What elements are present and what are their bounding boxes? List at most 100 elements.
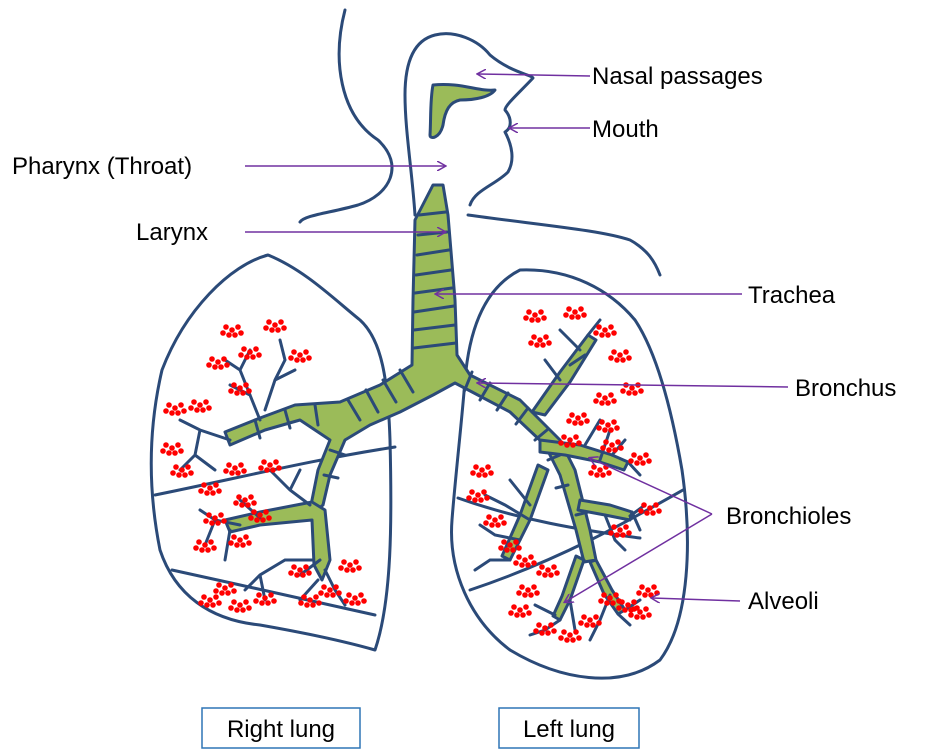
alveolus <box>313 594 319 600</box>
alveolus <box>631 599 637 605</box>
alveolus <box>242 497 248 503</box>
alveolus <box>205 547 211 553</box>
alveolus <box>204 602 210 608</box>
alveolus <box>466 495 472 501</box>
alveolus <box>172 450 178 456</box>
alveolus <box>517 607 523 613</box>
alveolus <box>216 582 222 588</box>
alveolus <box>179 467 185 473</box>
alveolus <box>651 584 657 590</box>
alveolus <box>213 588 219 594</box>
alveolus <box>525 562 531 568</box>
alveolus <box>263 509 269 515</box>
alveolus <box>207 597 213 603</box>
alveolus <box>626 355 632 361</box>
alveolus <box>626 390 632 396</box>
alveolus <box>243 382 249 388</box>
alveolus <box>228 605 234 611</box>
alveolus <box>172 405 178 411</box>
alveolus <box>484 495 490 501</box>
alveolus <box>602 395 608 401</box>
alveolus <box>276 465 282 471</box>
alveolus <box>304 602 310 608</box>
alveolus <box>473 464 479 470</box>
larynx-label: Larynx <box>136 219 208 246</box>
alveolus <box>516 554 522 560</box>
alveolus <box>637 455 643 461</box>
alveolus <box>504 547 510 553</box>
alveolus <box>608 427 614 433</box>
alveolus <box>501 520 507 526</box>
alveolus <box>197 402 203 408</box>
airway-tree <box>225 84 632 620</box>
alveolus <box>563 312 569 318</box>
alveolus <box>218 512 224 518</box>
alveolus <box>539 630 545 636</box>
alveolus <box>237 602 243 608</box>
alveolus <box>564 442 570 448</box>
alveolus <box>269 327 275 333</box>
alveolus <box>564 637 570 643</box>
alveolus <box>606 447 612 453</box>
alveolus <box>212 515 218 521</box>
alveolus <box>270 467 276 473</box>
alveolus <box>531 560 537 566</box>
alveolus <box>206 405 212 411</box>
alveolus <box>215 520 221 526</box>
alveolus <box>272 322 278 328</box>
alveolus <box>647 505 653 511</box>
alveolus <box>572 420 578 426</box>
alveolus <box>620 357 626 363</box>
alveolus <box>266 319 272 325</box>
alveolus <box>258 465 264 471</box>
alveolus <box>288 570 294 576</box>
alveolus <box>498 514 504 520</box>
alveolus <box>215 359 221 365</box>
alveolus <box>508 610 514 616</box>
alveolus <box>176 472 182 478</box>
alveolus <box>581 312 587 318</box>
alveolus <box>492 517 498 523</box>
alveolus <box>542 625 548 631</box>
alveolus <box>341 559 347 565</box>
alveolus <box>587 617 593 623</box>
alveolus <box>238 352 244 358</box>
alveolus <box>536 570 542 576</box>
alveolus <box>558 635 564 641</box>
alveolus <box>181 408 187 414</box>
alveolus <box>643 452 649 458</box>
alveolus <box>612 447 618 453</box>
alveolus <box>573 434 579 440</box>
alveolus <box>219 590 225 596</box>
alveolus <box>616 605 622 611</box>
alveolus <box>591 464 597 470</box>
alveolus <box>216 600 222 606</box>
alveolus <box>495 522 501 528</box>
alveolus <box>210 490 216 496</box>
alveolus <box>231 534 237 540</box>
alveolus <box>166 402 172 408</box>
alveolus <box>640 460 646 466</box>
alveolus <box>611 349 617 355</box>
alveolus <box>191 399 197 405</box>
alveolus <box>352 595 358 601</box>
alveolus <box>234 607 240 613</box>
alveolus <box>538 309 544 315</box>
alveolus <box>525 587 531 593</box>
alveolus <box>581 614 587 620</box>
alveolus <box>599 400 605 406</box>
alveolus <box>572 309 578 315</box>
alveolus <box>614 357 620 363</box>
alveolus <box>244 354 250 360</box>
alveolus <box>245 502 251 508</box>
alveolus <box>253 346 259 352</box>
alveolus <box>531 334 537 340</box>
alveolus <box>600 445 606 451</box>
alveolus <box>516 545 522 551</box>
alveolus <box>653 502 659 508</box>
alveolus <box>160 448 166 454</box>
alveolus <box>246 388 252 394</box>
alveolus <box>330 592 336 598</box>
alveolus <box>246 540 252 546</box>
